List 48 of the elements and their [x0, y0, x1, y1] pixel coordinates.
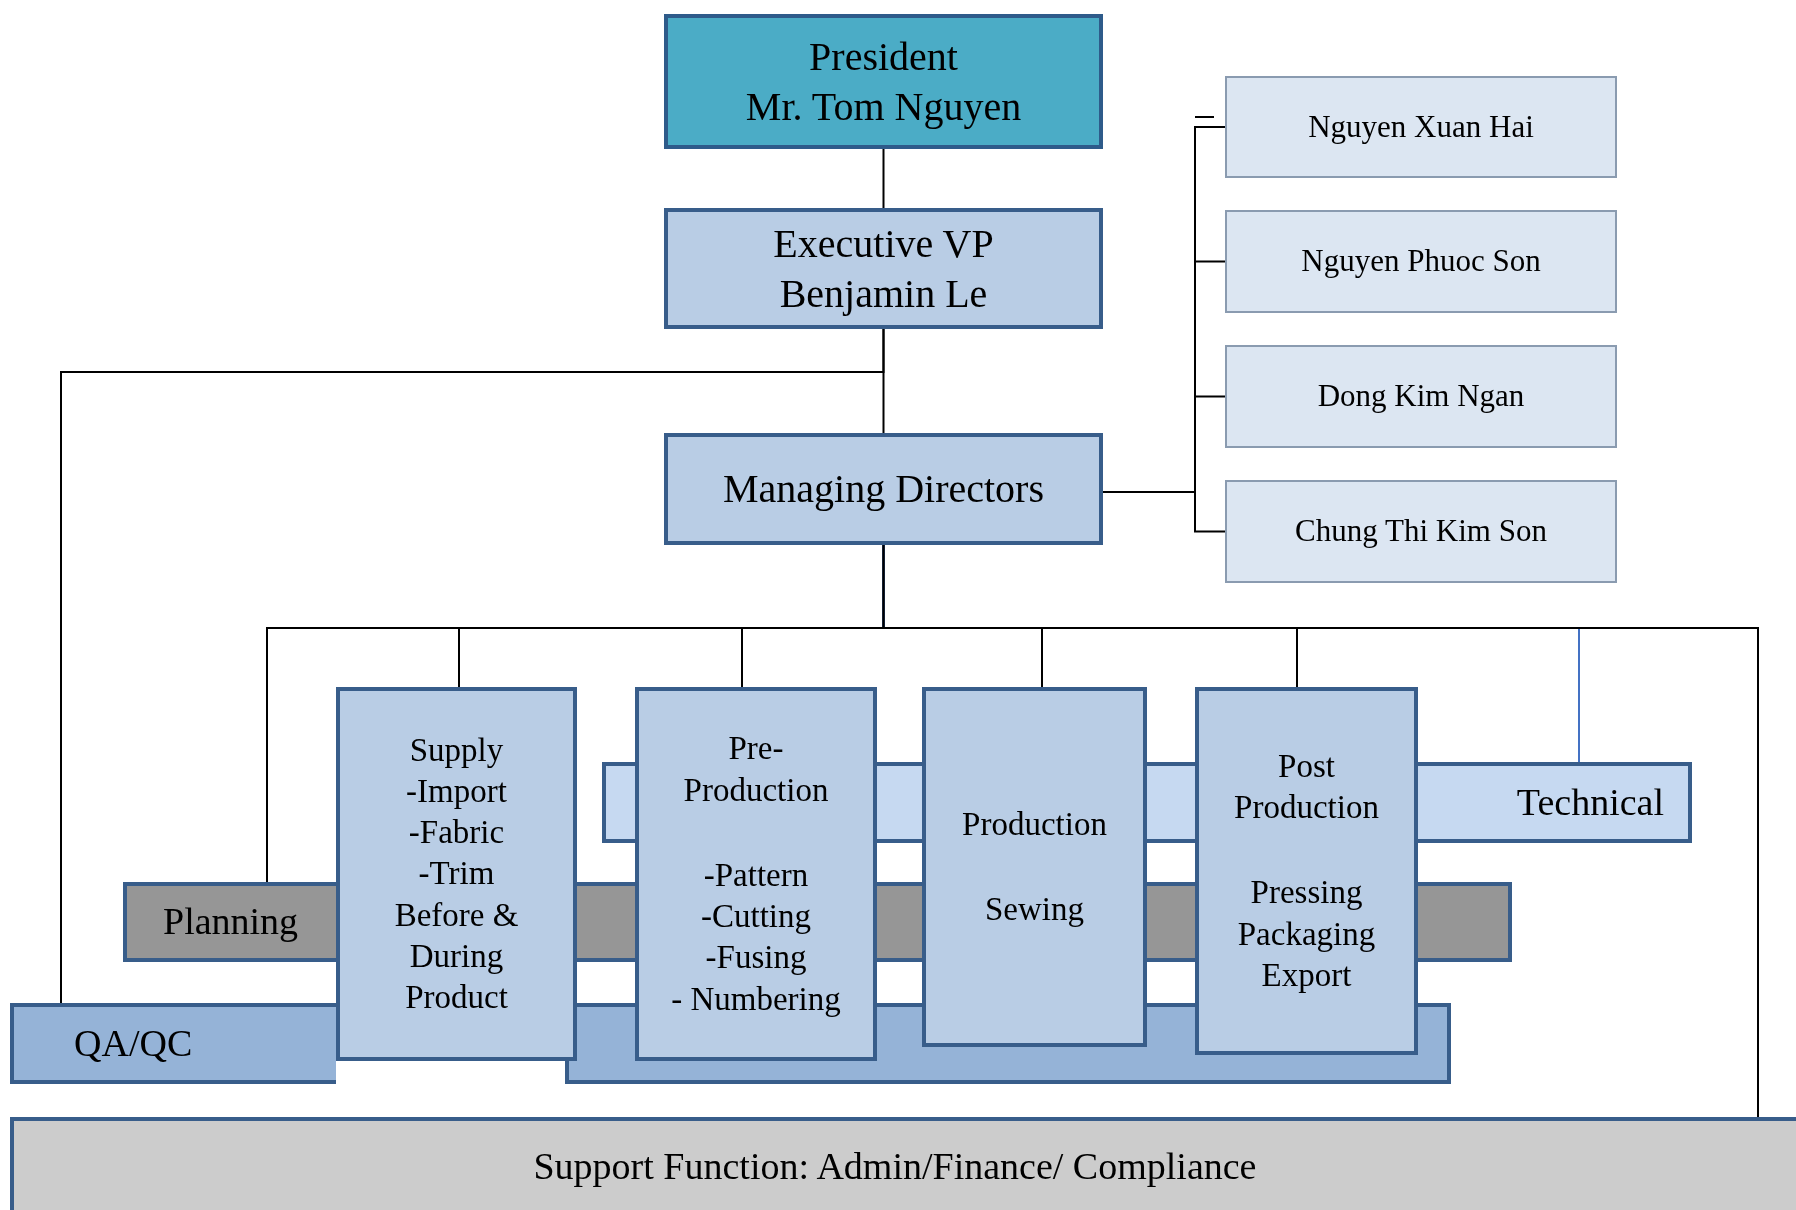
department-band: [1418, 762, 1692, 843]
box-label: -Fusing: [705, 938, 807, 978]
connector-line: [882, 148, 885, 209]
position-box: [1195, 687, 1418, 1055]
box-label: Support Function: Admin/Finance/ Compliance: [533, 1144, 1257, 1190]
box-label: Post Production: [1233, 746, 1380, 828]
box-label: Executive VP: [773, 219, 994, 268]
box-label: -Trim: [418, 854, 495, 894]
position-box: [664, 14, 1103, 149]
box-label: Production: [962, 804, 1107, 844]
box-label: Pressing: [1250, 873, 1363, 913]
box-label: Chung Thi Kim Son: [1295, 512, 1547, 551]
connector-line: [882, 544, 1759, 1118]
box-label: -Import: [406, 771, 507, 811]
position-box: [922, 687, 1147, 1047]
position-box: [635, 687, 877, 1061]
box-label: Benjamin Le: [779, 269, 988, 318]
box-label: -Pattern: [703, 855, 809, 895]
connector-line: [1102, 491, 1226, 533]
box-label: Mr. Tom Nguyen: [745, 82, 1022, 131]
box-label: Packaging: [1237, 914, 1376, 954]
name-box: [1225, 210, 1617, 313]
box-label: Technical: [1516, 779, 1664, 825]
box-label: Planning: [163, 899, 299, 945]
box-label: -Cutting: [701, 897, 811, 936]
box-label: Nguyen Phuoc Son: [1301, 242, 1541, 281]
name-box: [1225, 345, 1617, 448]
support-band: [10, 1117, 1796, 1210]
department-band: [123, 882, 336, 962]
connector-line: [60, 328, 885, 1004]
box-label: Dong Kim Ngan: [1317, 377, 1525, 416]
name-box: [1225, 76, 1617, 178]
name-box: [1225, 480, 1617, 583]
position-box: [664, 433, 1103, 545]
box-label: President: [809, 32, 958, 81]
position-box: [664, 208, 1103, 329]
box-label: Before & During Product: [393, 895, 520, 1018]
box-label: Sewing: [985, 890, 1084, 929]
box-label: - Numbering: [671, 979, 841, 1019]
box-label: QA/QC: [74, 1020, 193, 1066]
box-label: Nguyen Xuan Hai: [1308, 107, 1534, 146]
department-band: [10, 1003, 336, 1084]
box-label: Supply: [409, 730, 504, 770]
box-label: Export: [1261, 955, 1352, 995]
box-label: -Fabric: [408, 813, 505, 853]
position-box: [336, 687, 577, 1061]
box-label: Managing Directors: [723, 465, 1044, 513]
box-label: Pre- Production: [682, 729, 830, 810]
